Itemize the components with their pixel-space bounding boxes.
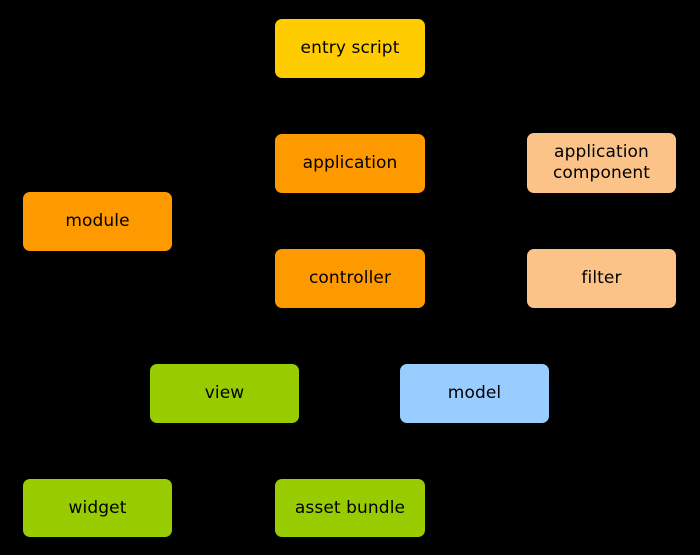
node-controller-label: controller <box>308 268 392 289</box>
node-widget[interactable]: widget <box>23 479 172 537</box>
node-controller[interactable]: controller <box>275 249 425 308</box>
node-application-component[interactable]: application component <box>527 133 676 193</box>
node-view[interactable]: view <box>150 364 299 423</box>
node-view-label: view <box>204 383 245 404</box>
node-asset-bundle-label: asset bundle <box>294 497 406 518</box>
node-application[interactable]: application <box>275 134 425 193</box>
node-entry-script-label: entry script <box>300 38 400 59</box>
node-model-label: model <box>447 383 502 404</box>
node-widget-label: widget <box>68 497 127 518</box>
node-module-label: module <box>65 211 130 232</box>
node-entry-script[interactable]: entry script <box>275 19 425 78</box>
node-application-component-label: application component <box>552 142 651 183</box>
node-module[interactable]: module <box>23 192 172 251</box>
node-filter-label: filter <box>581 268 622 289</box>
node-model[interactable]: model <box>400 364 549 423</box>
node-application-label: application <box>302 153 398 174</box>
node-filter[interactable]: filter <box>527 249 676 308</box>
node-asset-bundle[interactable]: asset bundle <box>275 479 425 537</box>
